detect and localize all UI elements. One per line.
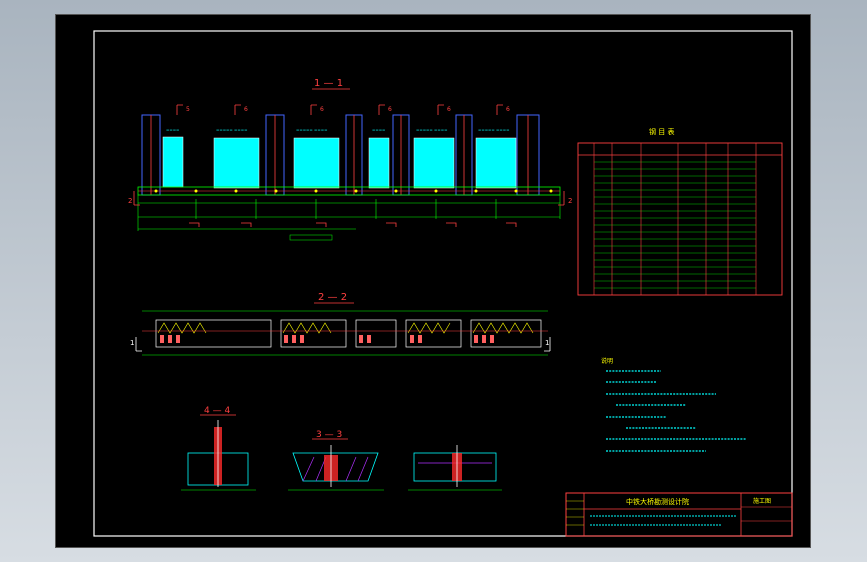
- cut-mark-6c: 6: [388, 106, 392, 113]
- cad-drawing: 1 — 1 5 6 6 6 6 6: [93, 30, 793, 537]
- cut-mark-6a: 6: [244, 106, 248, 113]
- drawing-frame: [93, 30, 793, 537]
- svg-text:===== ====: ===== ====: [296, 127, 327, 132]
- institute-name: 中铁大桥勘测设计院: [626, 497, 689, 506]
- table-title: 钢 目 表: [649, 127, 674, 136]
- cut-mark-5: 5: [186, 106, 190, 113]
- svg-text:===== ====: ===== ====: [216, 127, 247, 132]
- cut-mark-6e: 6: [506, 106, 510, 113]
- section-4-4-label: 4 — 4: [204, 406, 230, 416]
- detail-section-view: [408, 445, 502, 491]
- notes-block: 说明: [601, 357, 746, 452]
- section-3-3-label: 3 — 3: [316, 430, 342, 440]
- svg-text:===== ====: ===== ====: [416, 127, 447, 132]
- notes-heading: 说明: [601, 357, 613, 365]
- svg-text:===== ====: ===== ====: [478, 127, 509, 132]
- section-2-2-label: 2 — 2: [318, 292, 347, 303]
- cut-mark-6d: 6: [447, 106, 451, 113]
- table-border: [577, 142, 783, 296]
- section-4-4-view: 4 — 4: [181, 406, 256, 491]
- cut-mark-1-left: 1: [130, 339, 134, 347]
- section-2-2-view: 2 — 2: [130, 292, 551, 356]
- cut-mark-6b: 6: [320, 106, 324, 113]
- stage-label: 施工图: [753, 497, 771, 505]
- svg-text:====: ====: [166, 127, 179, 132]
- section-1-1-view: 1 — 1 5 6 6 6 6 6: [128, 78, 572, 241]
- cut-mark-2-right: 2: [568, 197, 572, 205]
- title-block: 中铁大桥勘测设计院 施工图: [565, 492, 793, 537]
- drawing-sheet: 1 — 1 5 6 6 6 6 6: [55, 14, 811, 548]
- cut-mark-2-left: 2: [128, 197, 132, 205]
- rebar-table: 钢 目 表: [577, 127, 783, 296]
- section-1-1-label: 1 — 1: [314, 78, 343, 89]
- svg-text:====: ====: [372, 127, 385, 132]
- cut-mark-1-right: 1: [545, 339, 549, 347]
- section-3-3-view: 3 — 3: [288, 430, 384, 491]
